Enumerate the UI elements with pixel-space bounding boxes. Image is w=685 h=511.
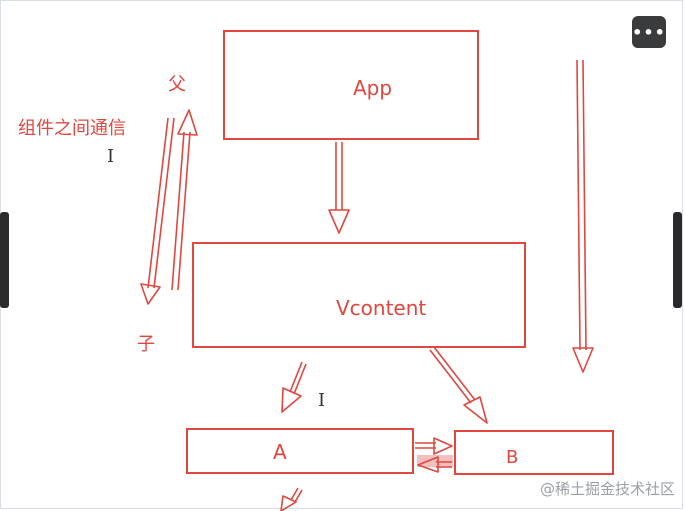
left-edge-handle[interactable] — [0, 212, 9, 308]
vcontent-box — [192, 242, 526, 348]
right-edge-handle[interactable] — [673, 212, 682, 308]
vcontent-label: Vcontent — [336, 296, 427, 320]
arrow-a-to-b — [415, 437, 453, 455]
child-label: 子 — [137, 334, 155, 355]
watermark: @稀土掘金技术社区 — [539, 480, 675, 498]
b-label: B — [506, 447, 519, 468]
arrow-b-to-a — [417, 456, 452, 473]
arrow-a-down — [280, 487, 303, 511]
text-cursor-icon: I — [107, 146, 115, 167]
a-label: A — [273, 440, 287, 464]
overlap-shading — [417, 455, 453, 467]
app-label: App — [353, 76, 393, 100]
arrow-app-to-vcontent — [328, 142, 350, 234]
more-icon[interactable]: ••• — [632, 16, 666, 48]
arrow-right-long — [572, 59, 594, 373]
arrow-vcontent-to-a — [281, 361, 307, 413]
arrow-parent-to-child — [140, 117, 175, 305]
arrow-vcontent-to-b — [429, 346, 488, 424]
b-box — [454, 430, 614, 475]
title-label: 组件之间通信 — [18, 118, 126, 139]
more-button-label: ••• — [632, 22, 666, 42]
arrow-child-to-parent — [171, 109, 198, 291]
parent-label: 父 — [168, 74, 186, 95]
a-box — [186, 428, 414, 474]
app-box — [223, 30, 479, 140]
text-cursor-icon: I — [318, 390, 326, 411]
